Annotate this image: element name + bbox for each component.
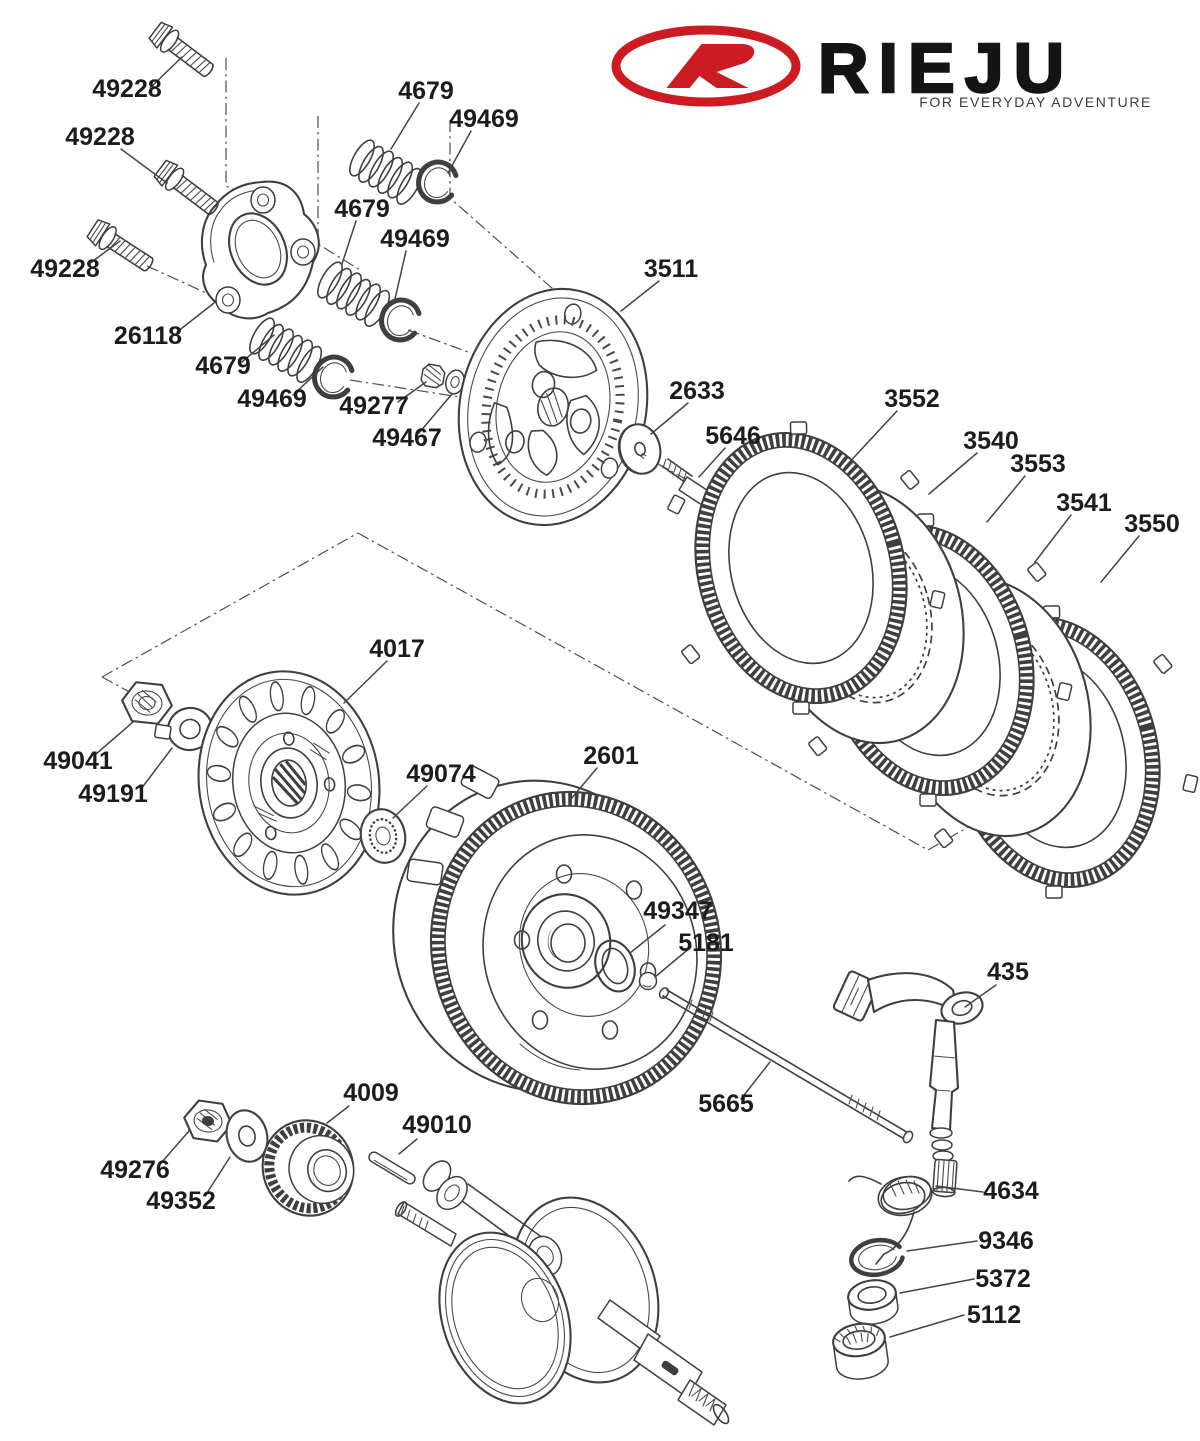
part-label-4634: 4634 [983, 1177, 1039, 1205]
part-art-26118-cover-plate [200, 180, 320, 320]
part-label-4679: 4679 [334, 195, 390, 223]
part-label-49228: 49228 [30, 255, 100, 283]
part-label-4679: 4679 [195, 352, 251, 380]
part-label-3552: 3552 [884, 385, 940, 413]
part-label-2633: 2633 [669, 377, 725, 405]
part-label-3541: 3541 [1056, 489, 1112, 517]
part-label-49469: 49469 [237, 385, 307, 413]
part-art-5372-seal [847, 1279, 899, 1325]
part-label-49041: 49041 [43, 747, 113, 775]
part-art-5665-push-rod [658, 987, 914, 1144]
part-label-49074: 49074 [406, 760, 476, 788]
part-label-9346: 9346 [978, 1227, 1034, 1255]
part-art-2633-washer [617, 423, 662, 475]
part-label-4679: 4679 [398, 77, 454, 105]
part-art-4009-primary-gear [261, 1119, 355, 1217]
part-art-49228-bolt-1 [146, 19, 219, 84]
part-art-435-release-arm [832, 970, 984, 1198]
brand-wordmark: RIEJU [818, 29, 1074, 107]
brand-tagline: FOR EVERYDAY ADVENTURE [919, 94, 1152, 110]
part-label-4009: 4009 [343, 1079, 399, 1107]
part-label-2601: 2601 [583, 742, 639, 770]
rieju-r-emblem-icon [611, 25, 801, 107]
part-art-4634-spring [848, 1175, 933, 1265]
part-art-5181-ball [638, 971, 658, 991]
part-label-3511: 3511 [644, 255, 698, 283]
leader-lines [88, 56, 1140, 1338]
part-art-5112-bearing [832, 1322, 889, 1380]
part-label-5112: 5112 [967, 1301, 1021, 1329]
part-label-49352: 49352 [146, 1187, 216, 1215]
part-label-49010: 49010 [402, 1111, 472, 1139]
part-art-49277-nut [420, 363, 446, 389]
part-art-49469-clip-2 [376, 295, 423, 344]
part-label-49228: 49228 [65, 123, 135, 151]
part-label-3540: 3540 [963, 427, 1019, 455]
part-label-5372: 5372 [975, 1265, 1031, 1293]
part-art-9346-snap-ring [849, 1237, 905, 1278]
part-label-49191: 49191 [78, 780, 148, 808]
part-label-49277: 49277 [339, 392, 409, 420]
part-label-26118: 26118 [114, 322, 182, 350]
part-label-49467: 49467 [372, 424, 442, 452]
part-art-4017-clutch-hub [197, 670, 381, 896]
part-art-crankshaft [394, 1160, 730, 1426]
part-art-49352-washer [225, 1109, 269, 1163]
part-art-49041-nut [121, 681, 173, 725]
part-label-5646: 5646 [705, 422, 761, 450]
part-label-49469: 49469 [380, 225, 450, 253]
part-label-3553: 3553 [1010, 450, 1066, 478]
part-art-49347-oring [594, 939, 636, 993]
part-label-3550: 3550 [1124, 510, 1180, 538]
part-label-49469: 49469 [449, 105, 519, 133]
rieju-logo: RIEJU FOR EVERYDAY ADVENTURE [611, 25, 1152, 110]
part-label-5181: 5181 [678, 929, 734, 957]
part-art-3511-pressure-plate [457, 287, 649, 527]
part-label-49276: 49276 [100, 1156, 170, 1184]
part-art-49276-nut [183, 1099, 233, 1143]
part-label-4017: 4017 [369, 635, 425, 663]
part-label-435: 435 [987, 958, 1029, 986]
part-art-49074-spacer [359, 808, 407, 864]
part-label-5665: 5665 [698, 1090, 754, 1118]
part-label-49347: 49347 [643, 897, 713, 925]
part-art-2601-clutch-basket [392, 764, 723, 1106]
part-label-49228: 49228 [92, 75, 162, 103]
part-art-49010-key [368, 1151, 416, 1185]
part-art-49191-lock-washer [154, 706, 214, 752]
